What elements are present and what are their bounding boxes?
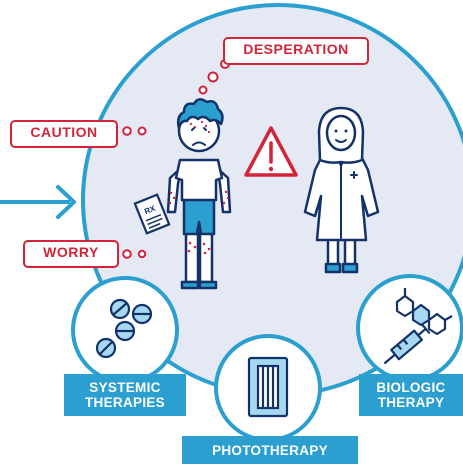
systemic-line2: THERAPIES	[85, 395, 165, 410]
worry-text: WORRY	[43, 244, 99, 260]
systemic-therapies-label: SYSTEMIC THERAPIES	[64, 374, 186, 416]
emotion-label-worry: WORRY	[23, 240, 119, 268]
rx-text: RX	[143, 203, 157, 216]
skin-rash-dots	[168, 120, 230, 255]
phototherapy-label: PHOTOTHERAPY	[182, 436, 358, 464]
pills-icon	[95, 298, 153, 359]
emotion-label-caution: CAUTION	[10, 120, 118, 148]
systemic-line1: SYSTEMIC	[89, 380, 161, 395]
caution-text: CAUTION	[30, 124, 98, 140]
patient-figure	[166, 98, 232, 290]
rx-paper-icon: RX	[133, 193, 171, 235]
phototherapy-text: PHOTOTHERAPY	[212, 443, 328, 458]
emotion-label-desperation: DESPERATION	[223, 37, 369, 65]
biologic-line1: BIOLOGIC	[376, 380, 446, 395]
syringe-molecule-icon	[383, 288, 453, 365]
doctor-figure	[303, 106, 380, 274]
biologic-therapy-circle	[356, 274, 463, 382]
phototherapy-unit-icon	[247, 356, 289, 418]
desperation-text: DESPERATION	[243, 41, 349, 57]
warning-icon	[244, 126, 298, 177]
incoming-arrow	[0, 185, 76, 219]
biologic-line2: THERAPY	[377, 395, 445, 410]
biologic-therapy-label: BIOLOGIC THERAPY	[359, 374, 463, 416]
